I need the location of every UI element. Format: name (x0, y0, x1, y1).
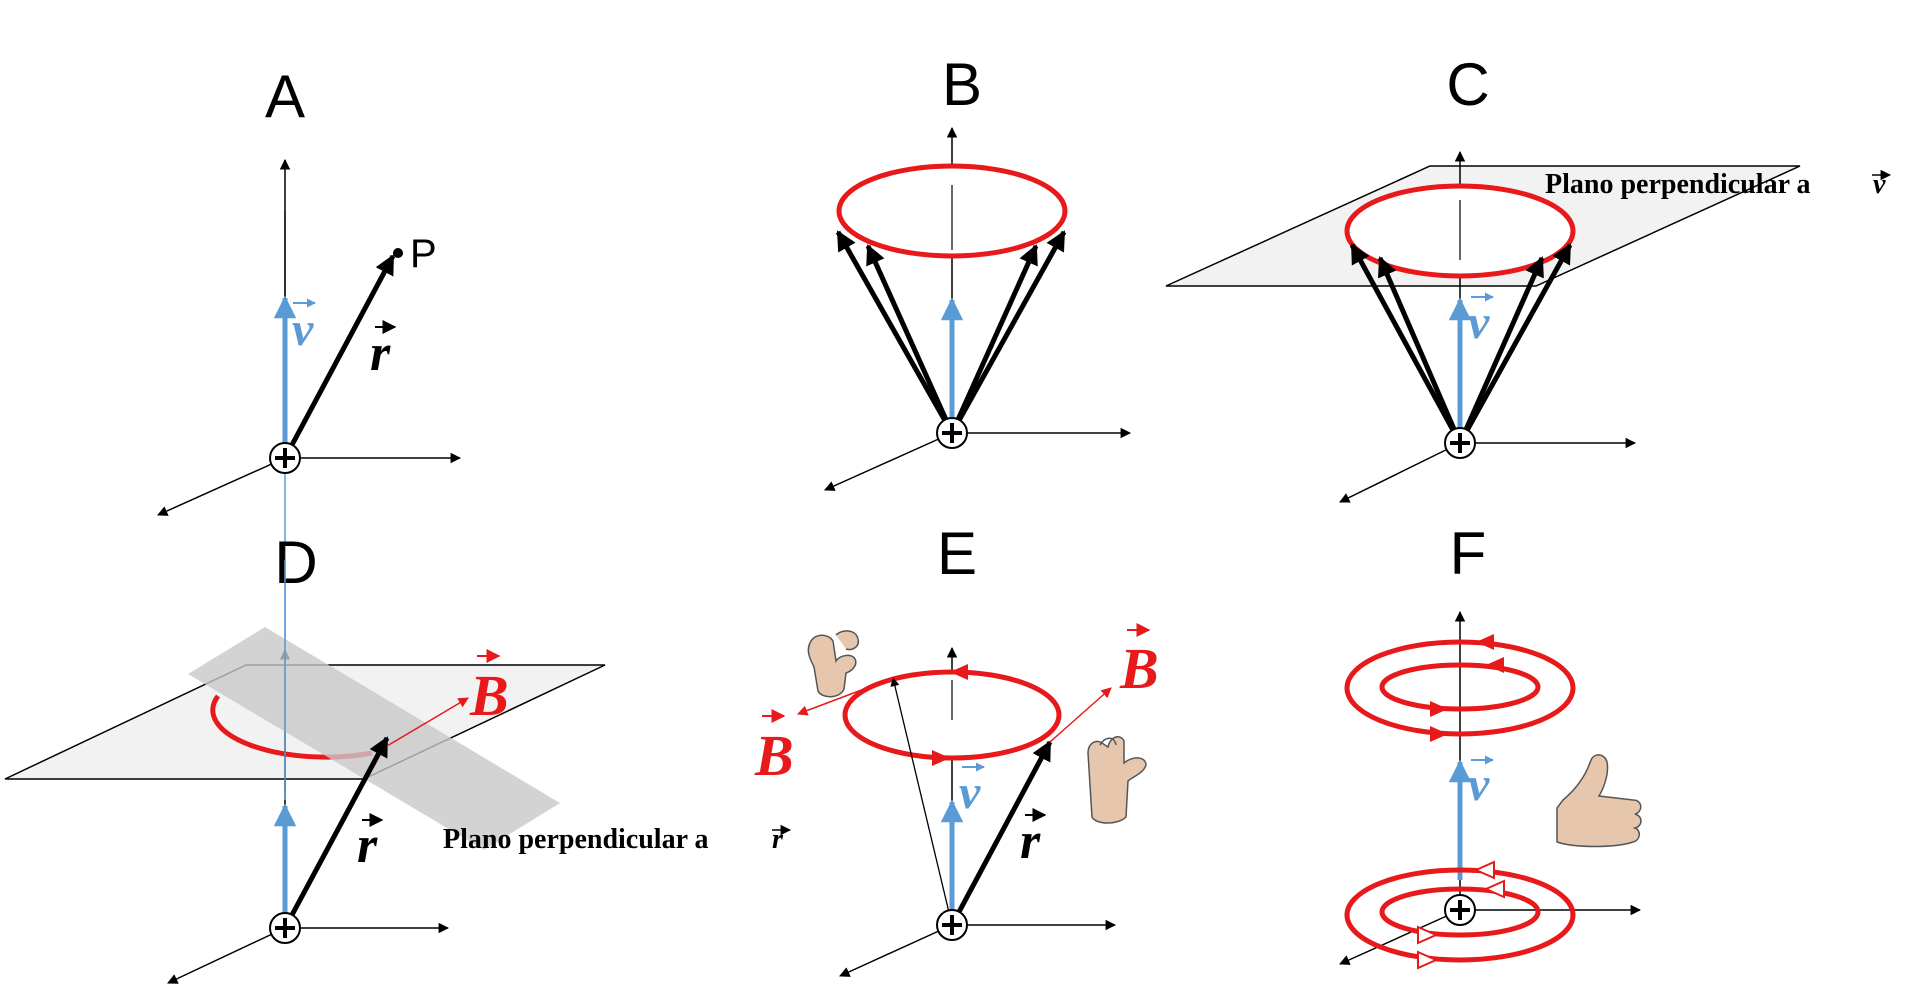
r-vector (282, 254, 396, 460)
charge-plus-icon (1444, 427, 1476, 459)
plane-caption-vector: r (772, 824, 784, 855)
y-axis (1339, 442, 1461, 503)
circulation-arrowhead-open (1473, 860, 1495, 880)
r-vector (1457, 243, 1573, 445)
panel-d-title: D (274, 529, 317, 596)
r-label: r (1020, 813, 1041, 870)
circulation-arrowhead (950, 664, 968, 680)
thumbs-up-icon (1556, 754, 1642, 848)
r-vector (865, 244, 955, 435)
B-vector-left (797, 677, 894, 716)
charge-plus-icon (936, 417, 968, 449)
circulation-arrowhead (1430, 726, 1448, 742)
field-ring-outer (1344, 867, 1576, 963)
point-p-label: P (410, 232, 437, 276)
panel-d: D B r Plano perpendicular a r (4, 529, 792, 984)
charge-plus-icon (269, 442, 301, 474)
y-axis (167, 927, 286, 984)
circulation-arrowhead-open (1483, 879, 1505, 899)
B-vector (386, 697, 469, 747)
panel-e-title: E (937, 520, 977, 587)
r-vector-thin (890, 677, 953, 926)
r-vector (949, 244, 1039, 435)
plane-caption: Plano perpendicular a (443, 824, 709, 855)
point-p-dot (393, 248, 403, 258)
r-vector (1349, 243, 1463, 445)
circulation-arrowhead (1486, 657, 1504, 673)
panel-a-title: A (265, 63, 305, 130)
panel-b: B (824, 51, 1132, 491)
plane-caption: Plano perpendicular a (1545, 169, 1811, 200)
panel-e: E v B B r (754, 520, 1159, 977)
field-ring-inner (1379, 886, 1541, 938)
panel-f: F v (1339, 520, 1642, 970)
B-label-right: B (1119, 636, 1159, 701)
r-vector (1457, 256, 1545, 445)
velocity-label: v (292, 303, 314, 356)
B-label: B (469, 663, 509, 728)
y-axis (157, 457, 286, 516)
r-vector (949, 230, 1067, 435)
charge-plus-icon (269, 912, 301, 944)
panel-c: C v Plano perpendicular a v (1165, 51, 1892, 503)
y-axis (839, 924, 953, 977)
velocity-label: v (959, 766, 981, 819)
field-ring-inner (1379, 662, 1541, 712)
circulation-arrowhead-open (1417, 925, 1439, 945)
r-vector (835, 230, 955, 435)
velocity-label: v (1468, 296, 1490, 349)
r-label: r (370, 325, 391, 382)
right-hand-icon (1087, 736, 1147, 824)
circulation-arrowhead (932, 750, 950, 766)
r-label: r (357, 817, 378, 874)
charge-plus-icon (936, 909, 968, 941)
panel-a: A v P r (157, 63, 462, 790)
panel-f-title: F (1450, 520, 1487, 587)
velocity-label: v (1468, 758, 1490, 811)
panel-b-title: B (942, 51, 982, 118)
panel-c-title: C (1446, 51, 1489, 118)
r-vector (282, 736, 390, 930)
plane-caption-vector: v (1873, 169, 1886, 200)
right-hand-icon (807, 630, 860, 698)
circulation-arrowhead-open (1417, 950, 1439, 970)
B-label-left: B (754, 723, 794, 788)
B-vector-right (1049, 687, 1112, 743)
circulation-arrowhead (1430, 701, 1448, 717)
circulation-arrowhead (1476, 634, 1494, 650)
y-axis (824, 432, 953, 491)
charge-plus-icon (1444, 894, 1476, 926)
field-ring-outer (1344, 639, 1576, 737)
y-axis (1339, 909, 1461, 965)
r-vector (949, 740, 1053, 927)
r-vector (1377, 256, 1463, 444)
